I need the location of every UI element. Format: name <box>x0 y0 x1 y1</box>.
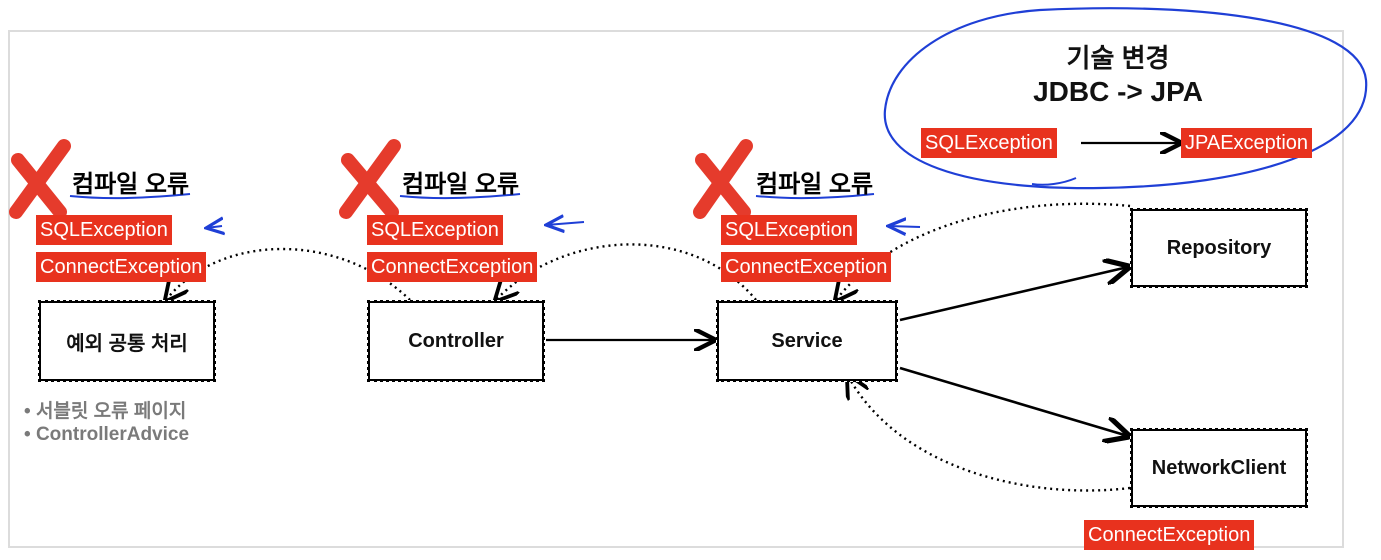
arrow-service-repository <box>899 267 1128 322</box>
tech-change-subtitle: JDBC -> JPA <box>1033 76 1203 107</box>
exception-tag-connect: ConnectException <box>367 252 538 282</box>
service-box: Service <box>716 300 898 382</box>
compile-error-label: 컴파일 오류 <box>72 171 190 198</box>
exception-tag-connect: ConnectException <box>1084 520 1255 550</box>
underline-mark <box>755 193 875 200</box>
cross-icon <box>693 139 753 219</box>
underline-mark <box>399 193 521 200</box>
handwritten-arrow-icon <box>888 226 921 227</box>
cross-icon <box>339 139 401 219</box>
dotted-networkclient-to-service <box>848 376 1131 492</box>
exception-tag-sql: SQLException <box>921 128 1057 158</box>
compile-error-label: 컴파일 오류 <box>402 171 520 198</box>
exception-tag-sql: SQLException <box>36 215 172 245</box>
exception-tag-sql: SQLException <box>721 215 857 245</box>
note-text: 서블릿 오류 페이지 <box>35 401 187 422</box>
highlight-ellipse <box>883 7 1368 190</box>
exception-tag-connect: ConnectException <box>36 252 207 282</box>
underline-mark <box>1031 177 1077 186</box>
compile-error-label: 컴파일 오류 <box>756 171 874 198</box>
repository-box: Repository <box>1130 208 1308 288</box>
note-item: • ControllerAdvice <box>24 424 190 445</box>
tech-change-title: 기술 변경 <box>1066 43 1170 73</box>
common-exception-handler-box: 예외 공통 처리 <box>38 300 216 382</box>
arrow-service-networkclient <box>899 366 1128 436</box>
exception-tag-connect: ConnectException <box>721 252 892 282</box>
handwritten-arrow-icon <box>546 222 585 225</box>
exception-tag-sql: SQLException <box>367 215 503 245</box>
network-client-box: NetworkClient <box>1130 428 1308 508</box>
exception-tag-jpa: JPAException <box>1181 128 1313 158</box>
slide-frame <box>8 30 1344 548</box>
controller-box: Controller <box>367 300 545 382</box>
cross-icon <box>9 139 71 219</box>
note-item: • 서블릿 오류 페이지 <box>24 401 187 422</box>
handwritten-arrow-icon <box>206 226 222 228</box>
underline-mark <box>69 193 191 200</box>
note-text: ControllerAdvice <box>35 424 190 445</box>
